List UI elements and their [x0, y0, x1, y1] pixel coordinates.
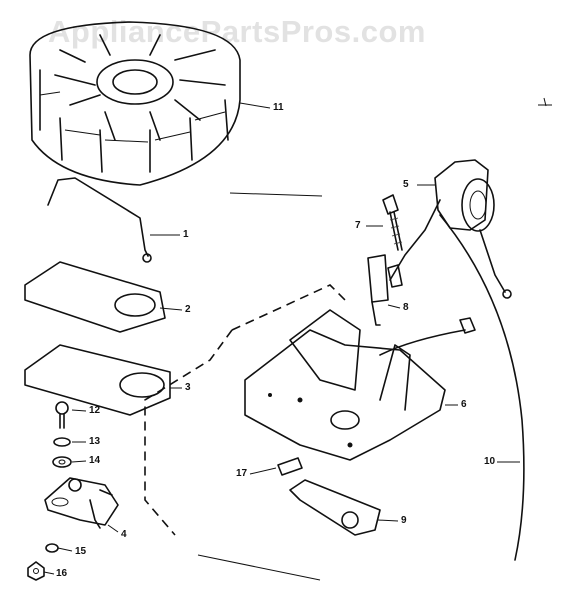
block-part-17[interactable] — [277, 457, 303, 476]
flywheel-part-11[interactable] — [29, 21, 241, 186]
screw-part-7[interactable] — [382, 194, 403, 251]
callout-4: 4 — [121, 529, 127, 540]
washer-part-15[interactable] — [45, 543, 59, 553]
bracket-part-9[interactable] — [289, 479, 381, 536]
callout-7: 7 — [355, 220, 361, 231]
callout-11: 11 — [273, 102, 284, 113]
corner-mark — [538, 97, 552, 107]
callout-17: 17 — [236, 468, 248, 479]
callout-15: 15 — [75, 546, 87, 557]
dust-cover-part-3[interactable] — [24, 344, 171, 416]
lockwasher-part-13[interactable] — [53, 437, 71, 447]
base-plate-part-6[interactable] — [244, 309, 446, 461]
separator-line-top — [229, 192, 323, 197]
callout-3: 3 — [185, 382, 191, 393]
wire-clip-part-1[interactable] — [47, 177, 152, 263]
screw-part-12[interactable] — [55, 401, 69, 429]
callout-6: 6 — [461, 399, 467, 410]
callout-1: 1 — [183, 229, 189, 240]
mounting-outline — [144, 284, 346, 536]
cover-plate-part-2[interactable] — [24, 261, 166, 333]
callout-9: 9 — [401, 515, 407, 526]
ignition-lead-part-10[interactable] — [379, 214, 525, 561]
callout-14: 14 — [89, 455, 101, 466]
leader-lines — [43, 102, 520, 575]
callout-13: 13 — [89, 436, 101, 447]
callout-16: 16 — [56, 568, 68, 579]
callout-10: 10 — [484, 456, 496, 467]
callout-2: 2 — [185, 304, 191, 315]
breaker-points-part-4[interactable] — [44, 477, 119, 529]
watermark: AppliancePartsPros.com — [48, 14, 426, 49]
callout-5: 5 — [403, 179, 409, 190]
separator-line-bottom — [197, 554, 321, 581]
callout-8: 8 — [403, 302, 409, 313]
ignition-coil-part-5[interactable] — [389, 159, 512, 299]
condenser-part-8[interactable] — [367, 254, 403, 326]
washer-part-14[interactable] — [52, 456, 72, 468]
callout-12: 12 — [89, 405, 101, 416]
nut-part-16[interactable] — [27, 561, 45, 581]
